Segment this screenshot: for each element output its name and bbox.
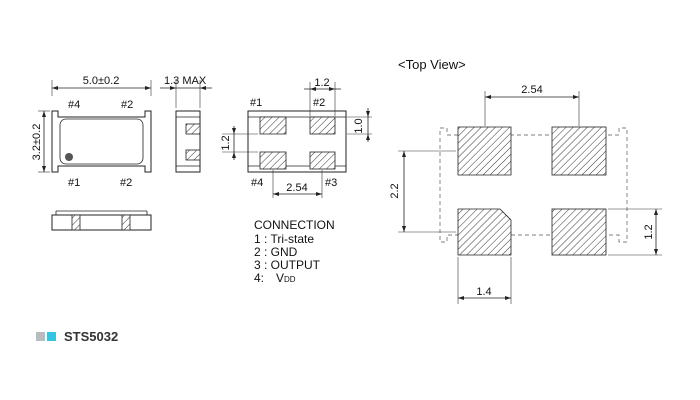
land-pad-4	[457, 208, 512, 256]
land-pad-3	[551, 208, 607, 256]
pin2-label-top: #2	[121, 99, 133, 111]
connection-item-3: 3 : OUTPUT	[254, 258, 321, 272]
land-package-outline	[439, 127, 628, 243]
pin2-label-bottomview: #2	[313, 97, 325, 109]
bottom-pad-width-dimension: 1.2	[314, 77, 329, 89]
package-bottom-view: #1 #2 #4 #3 1.2 1.0 1.2 2.54	[220, 77, 372, 198]
land-pattern-top-view: <Top View> 2.54 2.2 1.2 1.4	[389, 57, 662, 304]
pin2-label-bottom: #2	[120, 177, 132, 189]
bottom-pad-3	[309, 151, 336, 170]
front-terminal-left	[71, 214, 81, 231]
top-vertical-dimension: 2.2	[389, 183, 401, 198]
land-pad-2	[551, 126, 607, 176]
front-base	[51, 214, 152, 231]
connection-title: CONNECTION	[254, 218, 335, 232]
width-dimension: 3.2±0.2	[31, 124, 43, 161]
legend-cyan-square	[47, 332, 56, 341]
bottom-pad-2	[309, 116, 336, 135]
top-pad-width-dimension: 1.4	[476, 286, 491, 298]
land-pad-1	[457, 126, 512, 176]
connection-vdd: VDD	[276, 271, 296, 285]
model-name: STS5032	[64, 329, 119, 344]
pin1-label-top: #1	[68, 177, 80, 189]
package-top-view: #4 #2 #1 #2 5.0±0.2 3.2±0.2	[31, 75, 152, 189]
pin3-label-bottom: #3	[325, 177, 337, 189]
side-terminal-upper	[185, 123, 201, 135]
connection-item-4: 4:	[254, 271, 264, 285]
package-side-view: 1.3 MAX	[160, 75, 212, 173]
height-dimension: 1.3 MAX	[164, 75, 207, 87]
bottom-pad-1	[259, 116, 287, 135]
front-terminal-right	[121, 214, 131, 231]
package-front-view	[51, 210, 152, 231]
pin4-label-top: #4	[68, 99, 80, 111]
top-view-title: <Top View>	[398, 57, 466, 72]
length-dimension: 5.0±0.2	[83, 75, 120, 87]
legend-gray-square	[36, 332, 45, 341]
side-body	[175, 110, 201, 173]
connection-item-2: 2 : GND	[254, 245, 298, 259]
top-pad-height-dimension: 1.2	[643, 224, 655, 239]
package-lid	[59, 118, 144, 165]
pin1-label-bottom: #1	[250, 97, 262, 109]
model-legend: STS5032	[36, 329, 118, 344]
pin4-label-bottom: #4	[251, 177, 263, 189]
bottom-pad-gap-dimension: 1.2	[220, 135, 232, 150]
bottom-pad-height-dimension: 1.0	[353, 118, 365, 133]
connection-item-1: 1 : Tri-state	[254, 232, 314, 246]
side-terminal-lower	[185, 149, 201, 161]
bottom-pad-4	[259, 151, 287, 170]
top-pitch-dimension: 2.54	[521, 84, 542, 96]
package-body-outline	[51, 110, 152, 173]
connection-table: CONNECTION 1 : Tri-state 2 : GND 3 : OUT…	[254, 218, 335, 285]
bottom-pitch-dimension: 2.54	[286, 182, 307, 194]
pin1-marker-dot	[65, 153, 73, 161]
